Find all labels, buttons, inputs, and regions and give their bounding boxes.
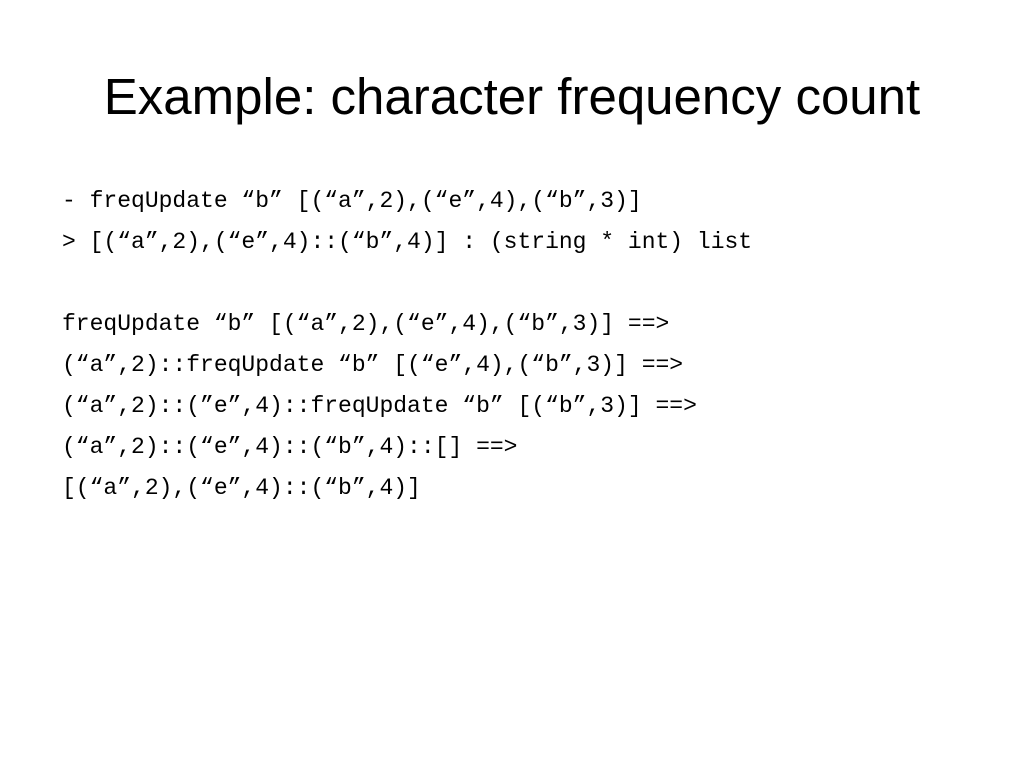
code-line-trace-result: [(“a”,2),(“e”,4)::(“b”,4)] [62, 475, 421, 501]
code-line-blank [62, 263, 1002, 304]
code-line-repl-input: - freqUpdate “b” [(“a”,2),(“e”,4),(“b”,3… [62, 188, 642, 214]
code-block: - freqUpdate “b” [(“a”,2),(“e”,4),(“b”,3… [62, 181, 1002, 509]
code-line-trace-step-2: (“a”,2)::freqUpdate “b” [(“e”,4),(“b”,3)… [62, 352, 684, 378]
slide-title: Example: character frequency count [103, 68, 921, 125]
code-line-repl-output: > [(“a”,2),(“e”,4)::(“b”,4)] : (string *… [62, 229, 753, 255]
code-line-trace-step-1: freqUpdate “b” [(“a”,2),(“e”,4),(“b”,3)]… [62, 311, 670, 337]
code-line-trace-step-3: (“a”,2)::(”e”,4)::freqUpdate “b” [(“b”,3… [62, 393, 697, 419]
code-line-trace-step-4: (“a”,2)::(“e”,4)::(“b”,4)::[] ==> [62, 434, 518, 460]
